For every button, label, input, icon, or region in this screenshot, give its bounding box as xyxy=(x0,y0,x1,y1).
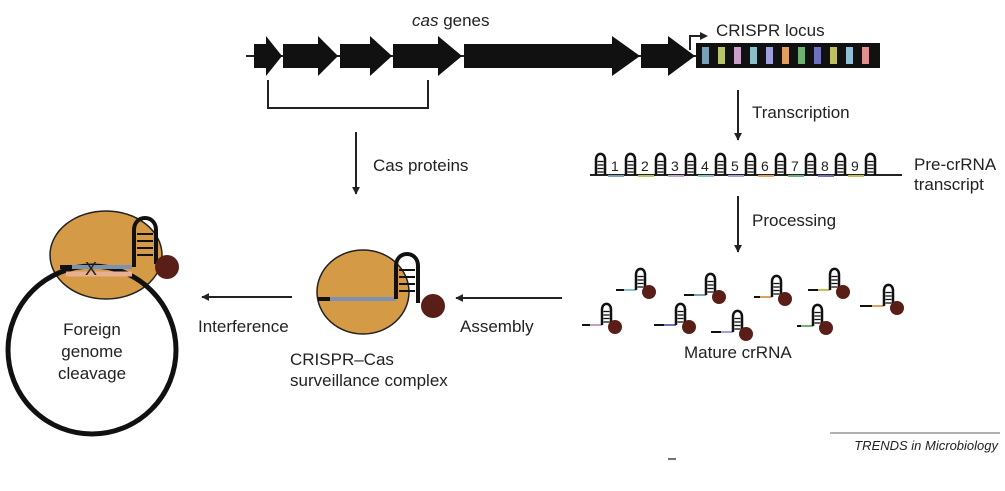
cleavage-mark: X xyxy=(85,259,97,279)
surveillance-label-2: surveillance complex xyxy=(290,371,448,390)
spacer-number: 1 xyxy=(611,158,619,174)
repeat-hairpin xyxy=(654,152,667,175)
crispr-spacer xyxy=(814,47,821,64)
cas-gene-arrow-1 xyxy=(254,36,282,76)
cas-subunit-ball xyxy=(642,285,656,299)
cleavage-label: cleavage xyxy=(58,364,126,383)
mature-crrna xyxy=(711,309,753,341)
mature-crrna xyxy=(754,274,792,306)
crrna-hairpin xyxy=(394,252,420,303)
surveillance-complex xyxy=(316,249,445,335)
spacer-number: 7 xyxy=(791,158,799,174)
crispr-spacer xyxy=(830,47,837,64)
crispr-spacer xyxy=(798,47,805,64)
cas-subunit-ball xyxy=(712,290,726,304)
repeat-hairpin xyxy=(864,152,877,175)
pre-crrna-transcript: 1 2 3 4 5 6 7 8 9 xyxy=(590,152,902,177)
cas-subunit-ball xyxy=(836,285,850,299)
crispr-spacer xyxy=(862,47,869,64)
cas-gene-arrow-6 xyxy=(641,36,695,76)
repeat-hairpin xyxy=(804,152,817,175)
cas-subunit-ball xyxy=(778,292,792,306)
crispr-spacer xyxy=(718,47,725,64)
mature-crrna xyxy=(582,302,622,334)
repeat-hairpin xyxy=(624,152,637,175)
crispr-locus xyxy=(689,32,880,68)
cas-proteins-label: Cas proteins xyxy=(373,156,468,175)
mature-crrna-group xyxy=(582,267,904,341)
repeat-hairpin xyxy=(684,152,697,175)
spacer-number: 2 xyxy=(641,158,649,174)
mature-crrna xyxy=(616,267,656,299)
interference-label: Interference xyxy=(198,317,289,336)
spacer-number: 8 xyxy=(821,158,829,174)
foreign-label: Foreign xyxy=(63,320,121,339)
operon-bracket xyxy=(267,80,429,109)
cas-subunit-ball xyxy=(682,320,696,334)
processing-label: Processing xyxy=(752,211,836,230)
surveillance-label-1: CRISPR–Cas xyxy=(290,350,394,369)
cas-subunit-ball xyxy=(890,301,904,315)
promoter-arrow-icon xyxy=(689,35,700,50)
crispr-spacer xyxy=(750,47,757,64)
cas-gene-arrow-5 xyxy=(464,36,640,76)
repeat-hairpin xyxy=(744,152,757,175)
mature-crrna xyxy=(808,267,850,299)
repeat-hairpin xyxy=(594,152,607,175)
transcription-label: Transcription xyxy=(752,103,850,122)
spacer-number: 3 xyxy=(671,158,679,174)
cas-genes-label: cas genes xyxy=(412,11,490,30)
crrna-hairpin-bound xyxy=(132,216,158,267)
foreign-genome-cleavage: X xyxy=(5,210,179,437)
pre-crrna-label: Pre-crRNA xyxy=(914,155,997,174)
cas-subunit-ball-bound xyxy=(155,255,179,279)
source-label: TRENDS in Microbiology xyxy=(854,438,999,453)
crispr-locus-label: CRISPR locus xyxy=(716,21,825,40)
crispr-spacer xyxy=(702,47,709,64)
spacer-number: 6 xyxy=(761,158,769,174)
crispr-spacer xyxy=(782,47,789,64)
cas-gene-operon xyxy=(246,36,700,76)
spacer-number: 9 xyxy=(851,158,859,174)
assembly-label: Assembly xyxy=(460,317,534,336)
cas-gene-arrow-4 xyxy=(393,36,462,76)
crispr-spacer xyxy=(734,47,741,64)
cas-subunit-ball xyxy=(421,294,445,318)
genome-label: genome xyxy=(61,342,122,361)
repeat-hairpin xyxy=(714,152,727,175)
spacer-number: 5 xyxy=(731,158,739,174)
repeat-hairpin xyxy=(774,152,787,175)
mature-crrna xyxy=(860,283,904,315)
cas-gene-arrow-2 xyxy=(283,36,338,76)
cas-subunit-ball xyxy=(819,321,833,335)
cas-gene-arrow-3 xyxy=(340,36,392,76)
mature-crrna xyxy=(797,303,833,335)
cas-subunit-ball xyxy=(739,327,753,341)
mature-crrna xyxy=(654,302,696,334)
spacer-number: 4 xyxy=(701,158,709,174)
mature-crrna-label: Mature crRNA xyxy=(684,343,792,362)
crispr-spacer xyxy=(766,47,773,64)
transcript-label: transcript xyxy=(914,175,984,194)
crispr-spacer xyxy=(846,47,853,64)
repeat-hairpin xyxy=(834,152,847,175)
mature-crrna xyxy=(684,272,726,304)
cas-subunit-ball xyxy=(608,320,622,334)
